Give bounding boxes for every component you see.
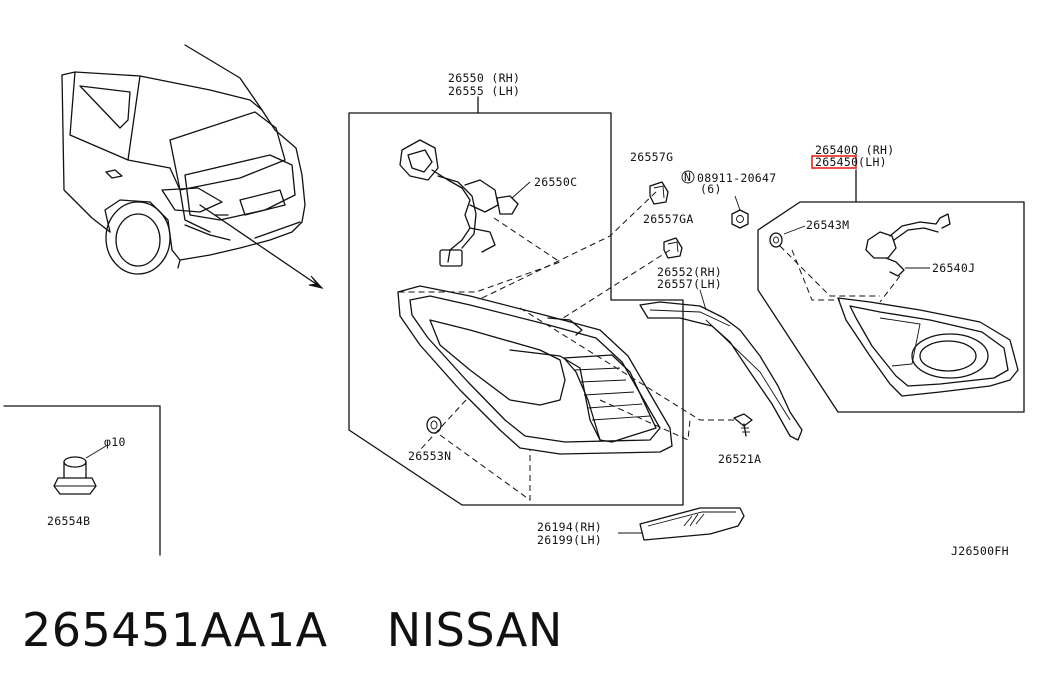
leader-screw-2 — [599, 399, 691, 441]
leader-seal — [439, 434, 531, 501]
leader-inner-2 — [791, 249, 840, 301]
leader-clip-g — [477, 191, 657, 301]
screw-label: 26521A — [718, 452, 761, 466]
figure-code: J26500FH — [951, 544, 1009, 558]
clip-ga-icon — [663, 237, 683, 259]
lamp-group-box — [348, 96, 684, 506]
lamp-assembly-label-rh: 26550 (RH) — [448, 71, 520, 85]
lamp-assembly-label-lh: 26555 (LH) — [448, 84, 520, 98]
leader-socket — [396, 217, 562, 293]
inner-socket-icon — [865, 213, 951, 277]
leader-seal-2 — [419, 399, 467, 451]
socket-harness-icon — [399, 139, 499, 267]
nut-icon — [731, 209, 749, 229]
inner-lamp-label-rh: 26540Q (RH) — [815, 143, 894, 157]
detail-part-label: 26554B — [47, 514, 90, 528]
inner-lamp-icon — [837, 297, 1019, 397]
nut-leader — [734, 195, 741, 211]
brand-name: NISSAN — [386, 603, 563, 657]
detail-box — [3, 405, 161, 556]
bulb-label: 26540J — [932, 261, 975, 275]
seal-icon — [426, 416, 442, 434]
leader-clip-ga — [559, 249, 671, 321]
inner-lamp-group-box — [757, 169, 1025, 413]
clip-nut-icon — [53, 445, 107, 495]
reflector-icon — [639, 507, 745, 541]
leader-inner-3 — [879, 275, 901, 303]
reflector-label-lh: 26199(LH) — [537, 533, 602, 547]
nut-marker: N — [684, 170, 691, 184]
bulb-icon — [496, 181, 531, 215]
garnish-leader — [699, 289, 707, 311]
nut-label: 08911-20647 — [697, 171, 776, 185]
tail-lamp-icon — [397, 285, 673, 455]
part-number: 265451AA1A — [22, 603, 328, 657]
screw-icon — [733, 413, 753, 437]
leader-screw — [519, 307, 735, 421]
clip-g-label: 26557G — [630, 150, 673, 164]
part-caption: 265451AA1A NISSAN — [22, 598, 563, 662]
nut-qty-label: (6) — [700, 182, 722, 196]
bracket-icon — [769, 232, 783, 248]
inner-lamp-label-lh-side: (LH) — [858, 155, 887, 169]
inner-lamp-label-lh-code: 265450 — [815, 155, 858, 169]
garnish-label-rh: 26552(RH) — [657, 265, 722, 279]
leader-inner-1 — [779, 245, 880, 297]
garnish-icon — [639, 301, 803, 441]
nut-marker-circle — [681, 170, 695, 184]
seal-label: 26553N — [408, 449, 451, 463]
bracket-label: 26543M — [806, 218, 849, 232]
reflector-label-rh: 26194(RH) — [537, 520, 602, 534]
garnish-label-lh: 26557(LH) — [657, 277, 722, 291]
vehicle-illustration — [61, 44, 324, 289]
clip-g-icon — [649, 181, 669, 205]
socket-bulb-label: 26550C — [534, 175, 577, 189]
clip-ga-label: 26557GA — [643, 212, 694, 226]
dimension-label: φ10 — [104, 435, 126, 449]
bracket-leader — [783, 225, 806, 235]
highlighted-part-box — [811, 155, 857, 169]
